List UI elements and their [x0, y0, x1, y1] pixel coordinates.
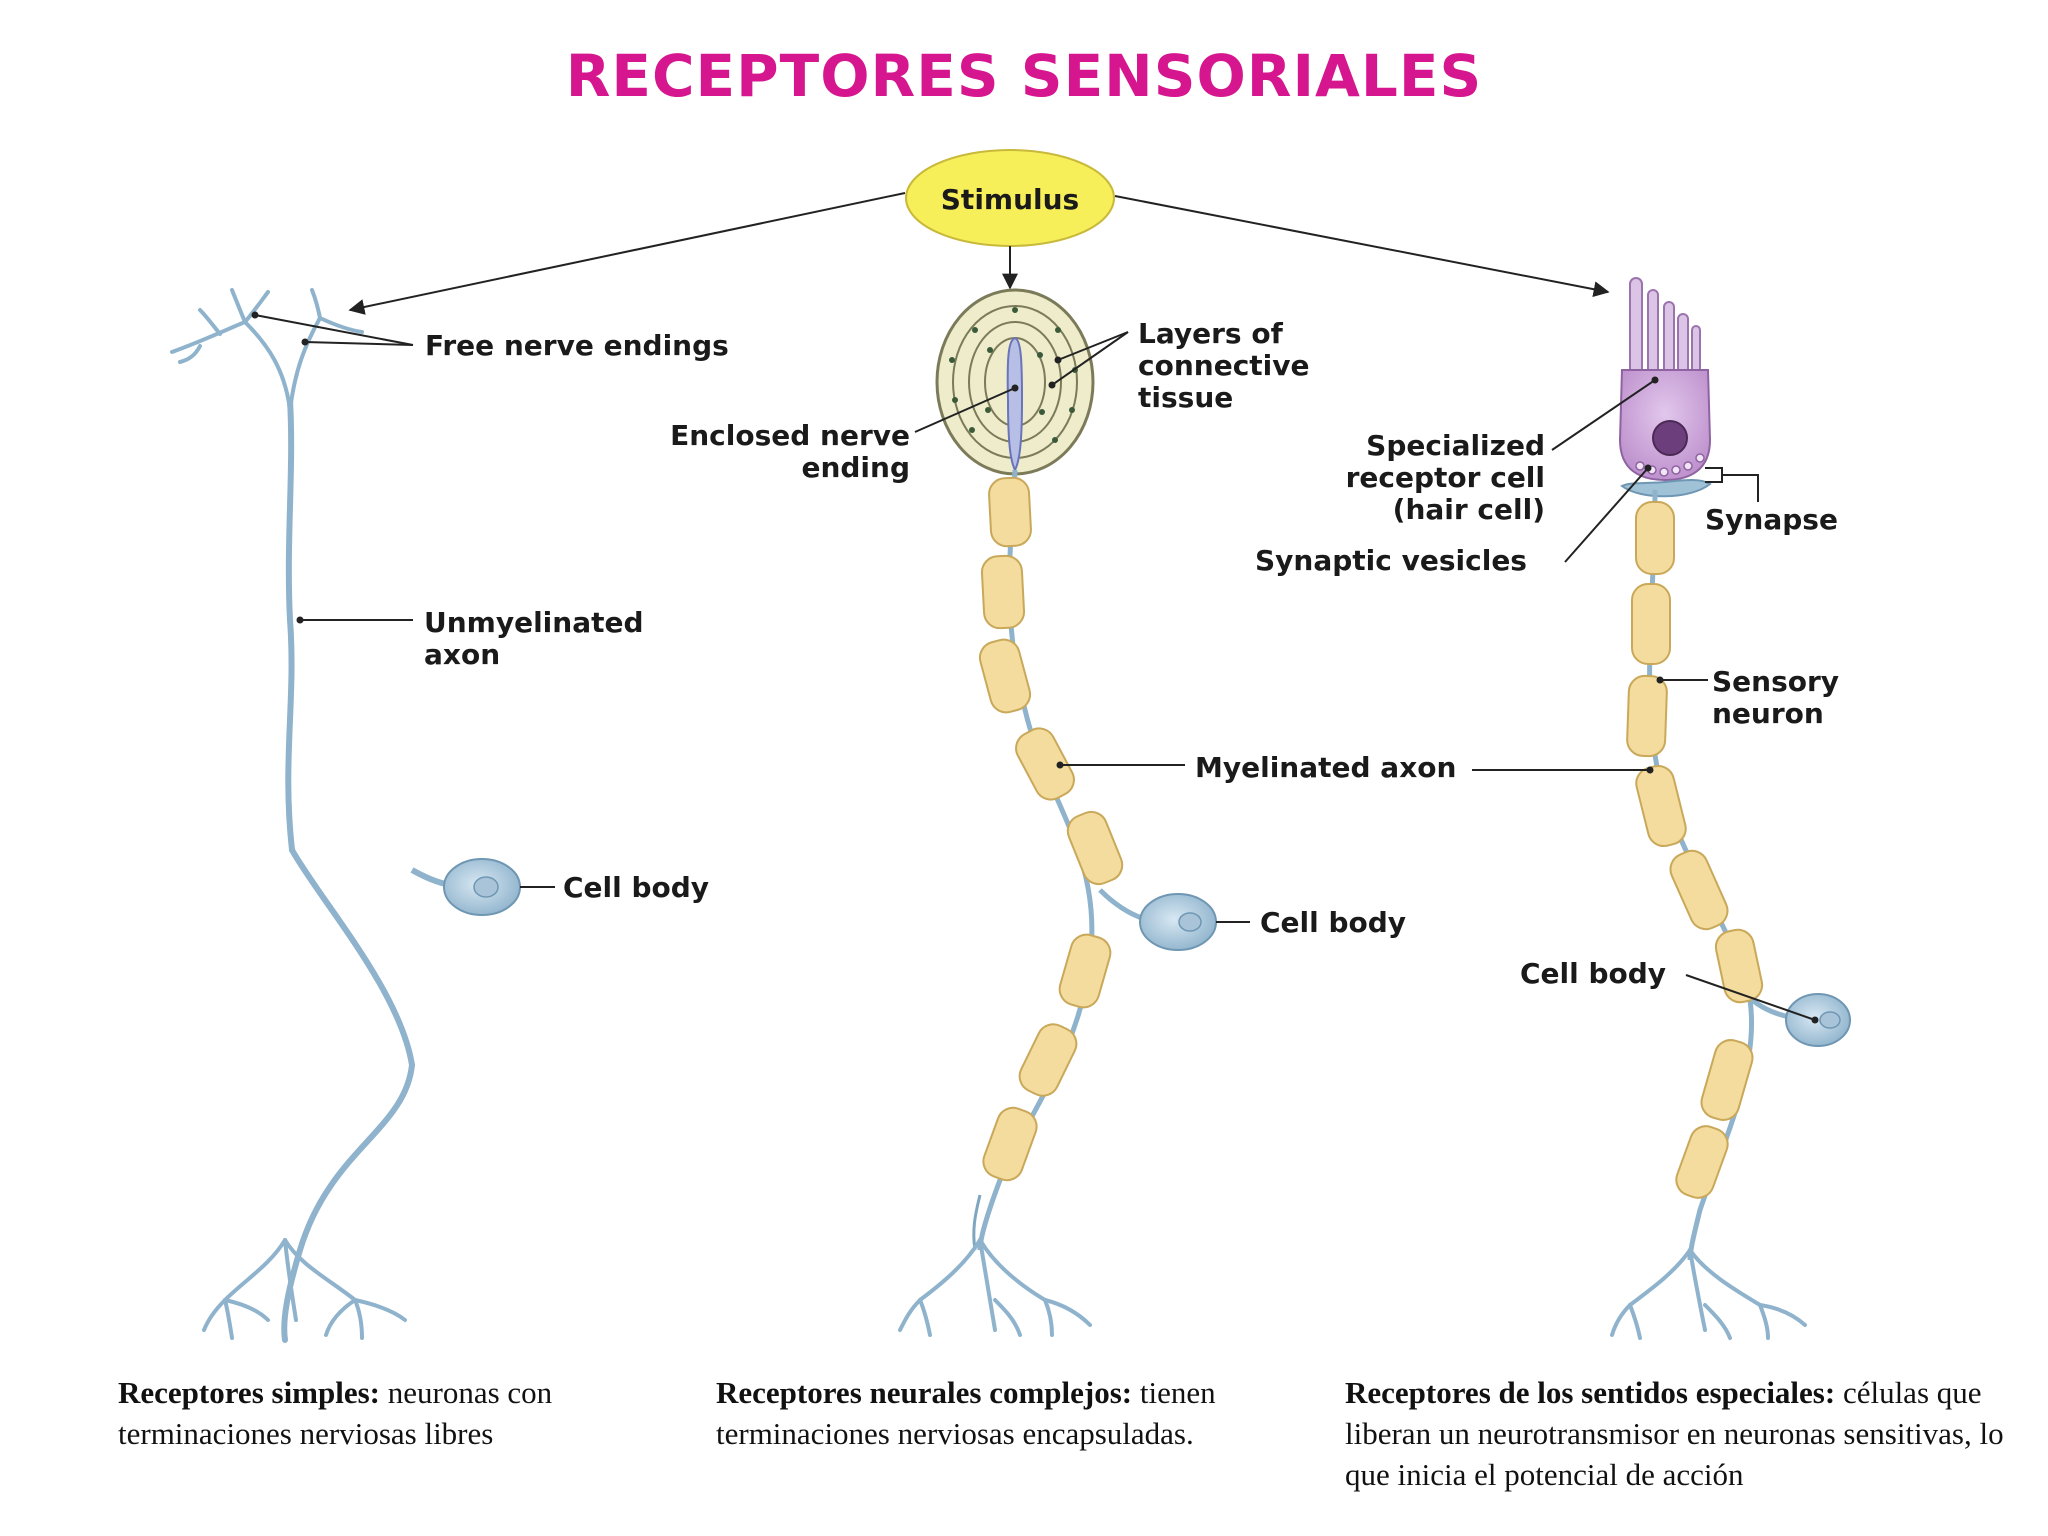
label-synapse: Synapse: [1705, 503, 1838, 536]
label-synaptic-vesicles: Synaptic vesicles: [1255, 544, 1527, 577]
myelinated-axon-middle: [972, 469, 1124, 1251]
cell-body-middle: [1139, 893, 1217, 951]
simple-receptor-neuron: [170, 288, 415, 1343]
hair-cell: [1618, 277, 1712, 482]
myelinated-axon-right: [1626, 489, 1764, 1261]
label-cell-body-right: Cell body: [1520, 957, 1667, 990]
label-cell-body-left: Cell body: [563, 871, 710, 904]
label-free-nerve-endings: Free nerve endings: [425, 329, 729, 362]
label-myelinated-axon: Myelinated axon: [1195, 751, 1457, 784]
caption-complex-receptors: Receptores neurales complejos: tienen te…: [716, 1375, 1216, 1451]
stimulus-label: Stimulus: [940, 182, 1080, 216]
terminal-branches-right: [1610, 1248, 1807, 1340]
stimulus-arrow-right: [1114, 195, 1610, 298]
encapsulated-receptor: [935, 288, 1095, 476]
label-specialized-receptor-cell: Specialized receptor cell (hair cell): [1345, 429, 1545, 526]
label-unmyelinated-axon: Unmyelinated axon: [424, 606, 644, 671]
label-enclosed-nerve-ending: Enclosed nerve ending: [670, 419, 910, 484]
label-layers-connective-tissue: Layers of connective tissue: [1138, 317, 1310, 414]
cell-body-left-nucleus: [473, 876, 499, 898]
stimulus-arrow-left: [348, 192, 906, 315]
cell-body-right-nucleus: [1819, 1011, 1841, 1029]
caption-simple-receptors: Receptores simples: neuronas con termina…: [118, 1375, 553, 1451]
label-cell-body-middle: Cell body: [1260, 906, 1407, 939]
label-sensory-neuron: Sensory neuron: [1712, 665, 1840, 730]
cell-body-middle-nucleus: [1178, 912, 1202, 932]
page-title: RECEPTORES SENSORIALES: [565, 42, 1483, 110]
synapse-terminal: [1620, 479, 1712, 498]
terminal-branches-middle: [898, 1238, 1092, 1337]
caption-special-sense-receptors: Receptores de los sentidos especiales: c…: [1345, 1375, 2004, 1492]
